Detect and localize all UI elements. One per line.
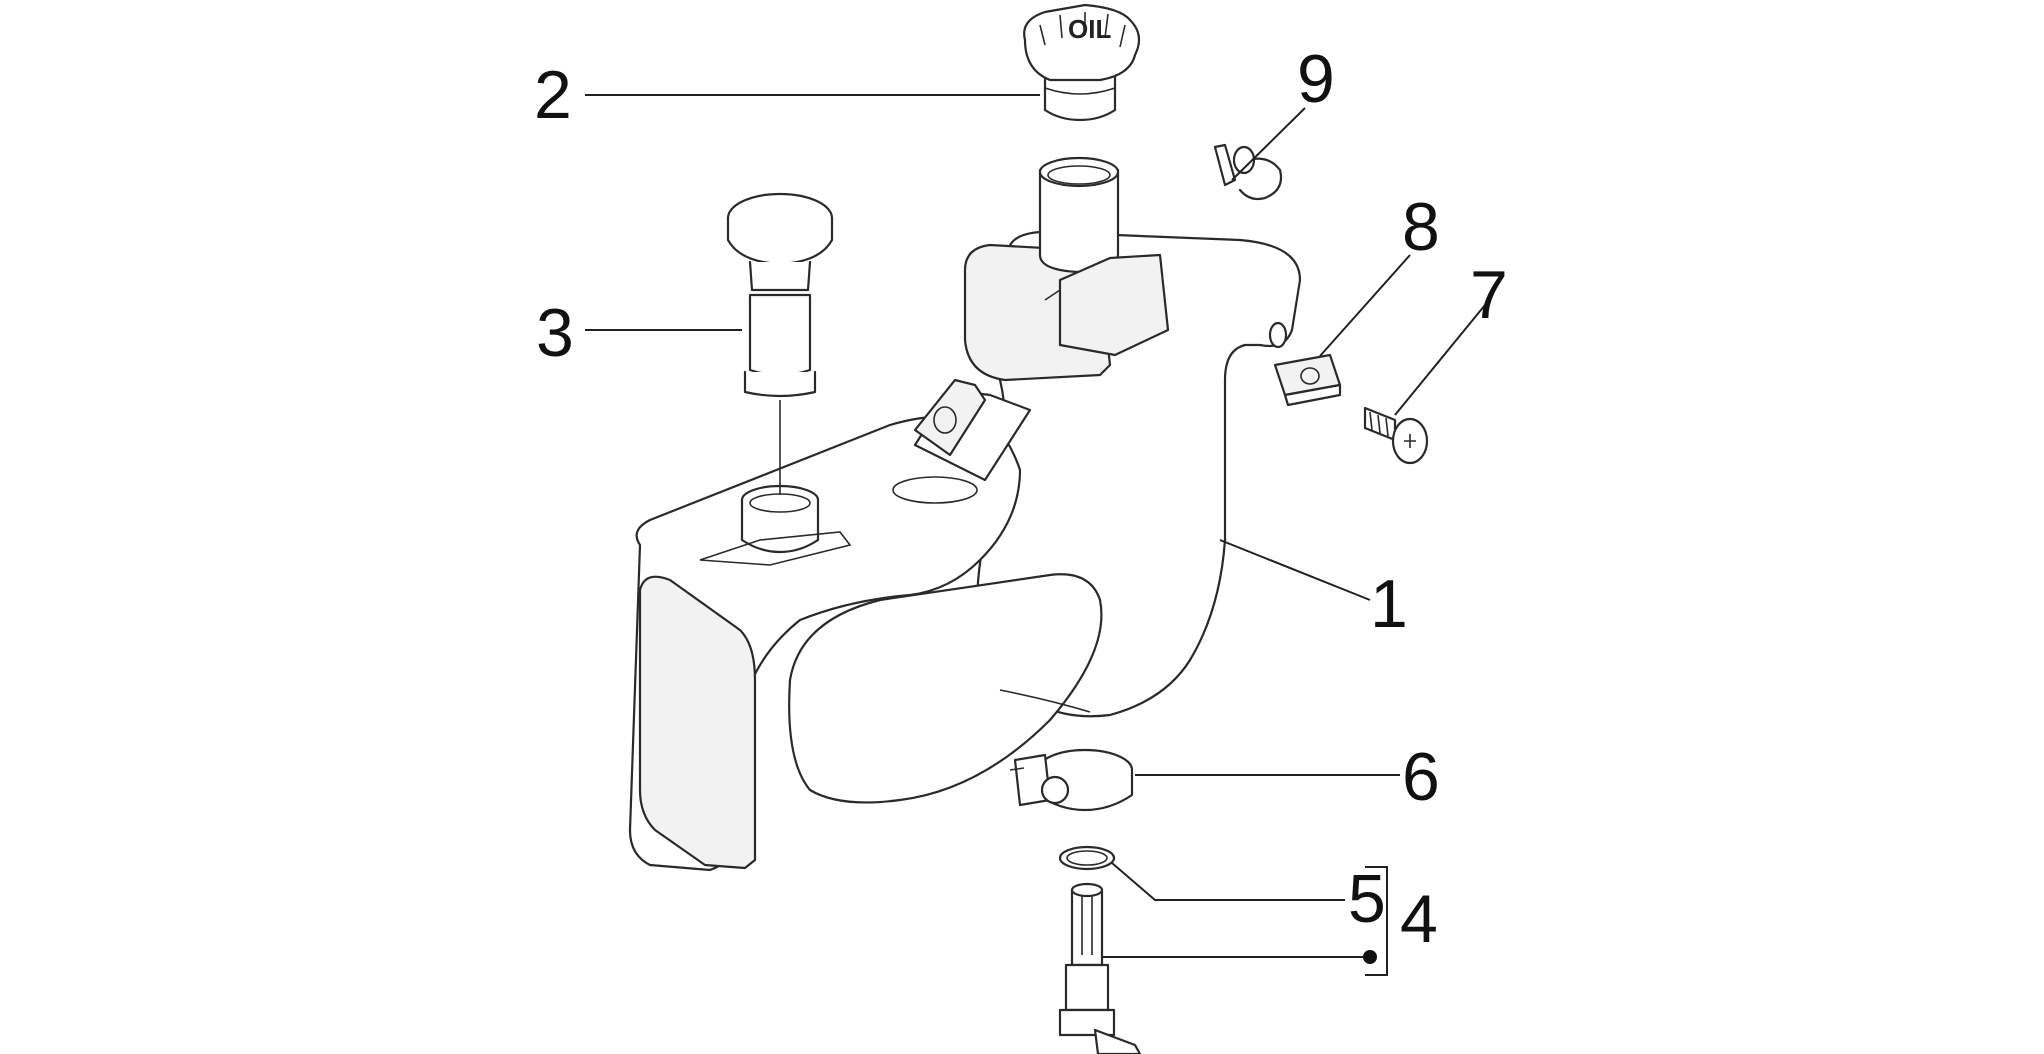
dipstick: [726, 192, 834, 495]
leader-4-dot: [1363, 950, 1377, 964]
leader-8: [1319, 254, 1411, 357]
oil-filler-cap: OIL: [1023, 3, 1141, 122]
bracket-4: [1365, 866, 1388, 976]
leader-7: [1394, 304, 1486, 416]
cable-clip: [1213, 143, 1283, 201]
leader-lines: [585, 94, 1486, 976]
callout-numbers: 2 3 9 8 7 1 6 5 4: [534, 41, 1508, 957]
hose-clamp: [1009, 748, 1134, 812]
outlet-fitting: [1058, 845, 1142, 1054]
leader-5: [1111, 862, 1345, 901]
leader-1: [1219, 539, 1371, 601]
callout-8: 8: [1402, 189, 1440, 265]
clip-nut: [1273, 353, 1342, 407]
screw: [1363, 406, 1429, 465]
callout-9: 9: [1297, 41, 1335, 117]
callout-2: 2: [534, 57, 572, 133]
callout-5: 5: [1348, 861, 1386, 937]
callout-7: 7: [1470, 257, 1508, 333]
callout-3: 3: [536, 295, 574, 371]
cap-oil-label: OIL: [1068, 14, 1111, 44]
callout-1: 1: [1370, 566, 1408, 642]
callout-4: 4: [1400, 881, 1438, 957]
oil-tank-body: [628, 156, 1302, 872]
callout-6: 6: [1402, 739, 1440, 815]
leader-9: [1231, 107, 1306, 181]
